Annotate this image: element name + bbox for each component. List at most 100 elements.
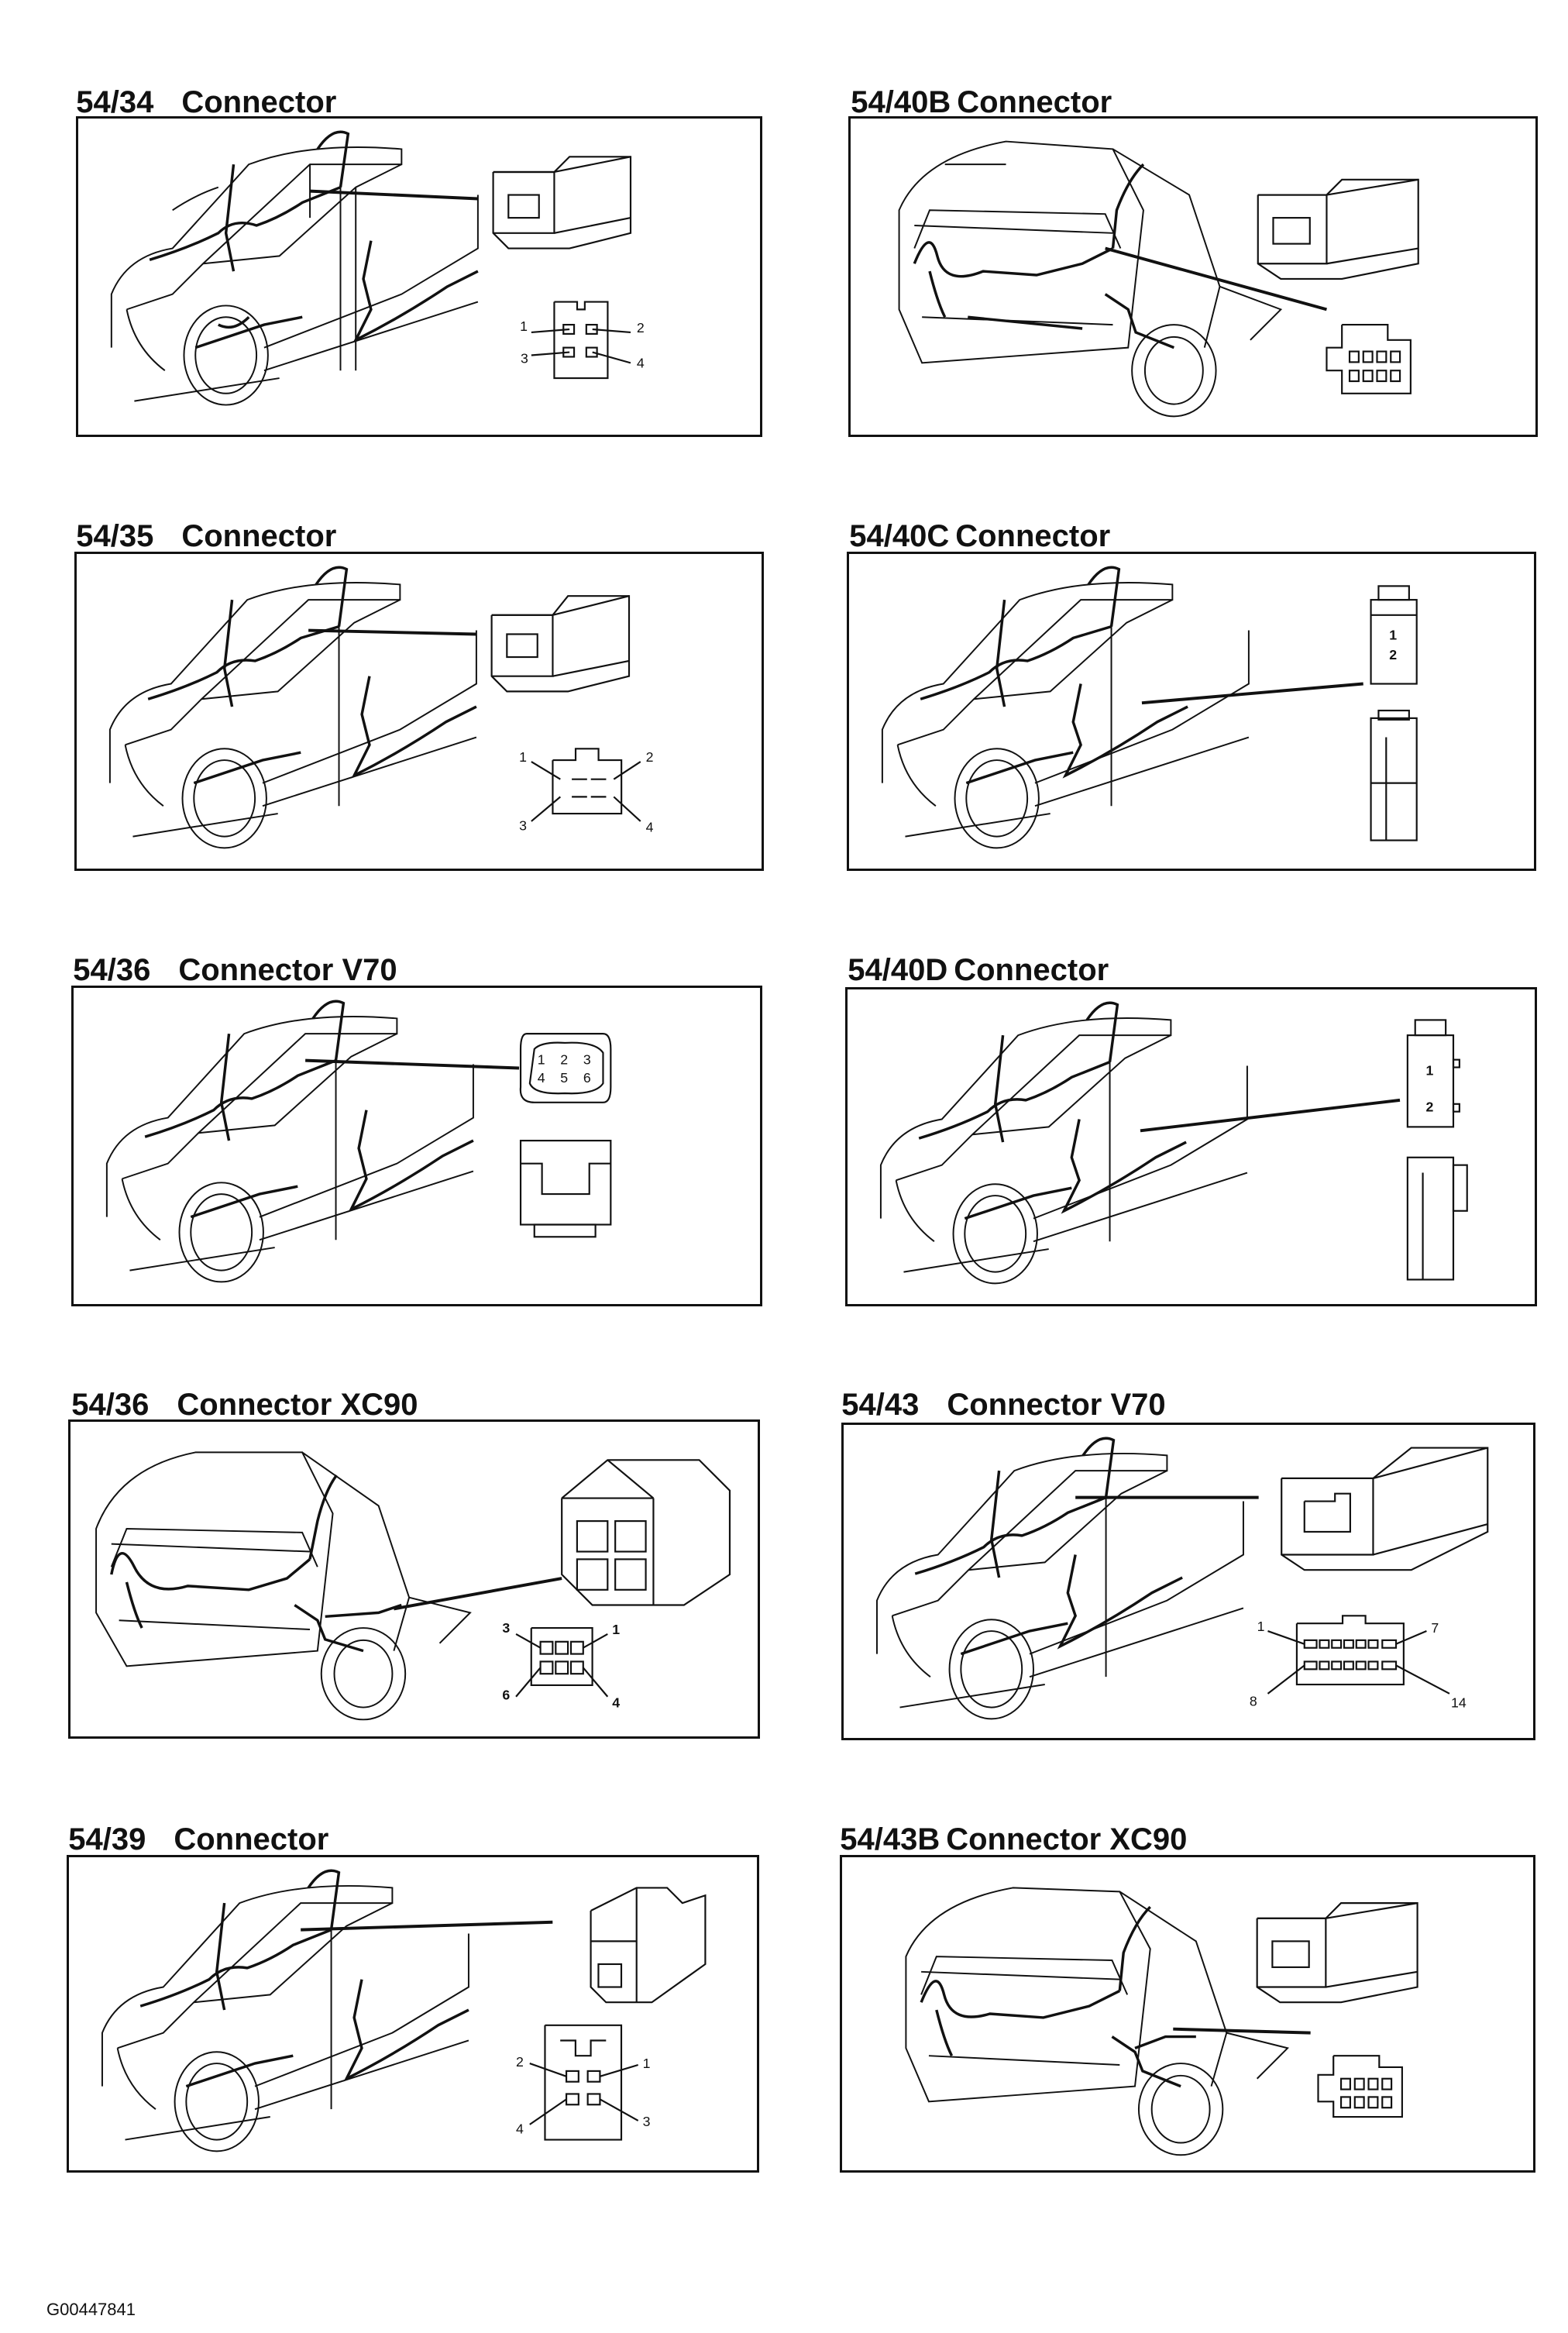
panel-title-54-36-xc90: 54/36 Connector XC90 bbox=[54, 1358, 418, 1420]
wiring-harness bbox=[914, 1437, 1183, 1656]
pin-label: 1 bbox=[1389, 627, 1397, 642]
pin-label: 3 bbox=[519, 818, 527, 834]
connector-front bbox=[1370, 585, 1418, 685]
connector-front bbox=[1406, 1019, 1460, 1128]
pin-label: 14 bbox=[1451, 1695, 1467, 1711]
pin-label: 2 bbox=[560, 1052, 568, 1068]
panel-code: 54/40C bbox=[849, 519, 950, 553]
connector-housing bbox=[1257, 178, 1419, 280]
connector-face bbox=[1326, 324, 1412, 394]
connector-diagram: 1 2 3 4 bbox=[108, 566, 654, 849]
wiring-harness bbox=[920, 566, 1188, 785]
panel-code: 54/34 bbox=[76, 85, 154, 119]
panel-name: Connector bbox=[957, 85, 1112, 119]
panel-code: 54/36 bbox=[73, 953, 151, 987]
pin-label: 1 bbox=[643, 2056, 651, 2071]
leader-line bbox=[394, 1577, 562, 1611]
panel-name: Connector bbox=[954, 953, 1109, 987]
connector-housing bbox=[561, 1459, 731, 1606]
pin-label: 2 bbox=[646, 749, 654, 765]
pin-label: 3 bbox=[643, 2114, 651, 2129]
pin-label: 1 bbox=[519, 749, 527, 765]
panel-name: Connector bbox=[181, 519, 337, 553]
connector-diagram: 2 1 4 3 bbox=[101, 1869, 707, 2152]
pin-label: 2 bbox=[1389, 647, 1397, 662]
panel-name: Connector bbox=[174, 1822, 329, 1856]
suv-rear-illustration bbox=[898, 140, 1283, 418]
pin-label: 4 bbox=[538, 1070, 545, 1086]
panel-title-54-35: 54/35 Connector bbox=[59, 490, 336, 552]
leader-line bbox=[1141, 682, 1363, 705]
panel-code: 54/43B bbox=[840, 1822, 940, 1856]
leader-line bbox=[1140, 1098, 1401, 1133]
panel-54-40d: 1 2 bbox=[845, 987, 1537, 1306]
panel-name: Connector XC90 bbox=[946, 1822, 1188, 1856]
connector-housing bbox=[1256, 1902, 1418, 2004]
pin-label: 2 bbox=[637, 320, 645, 335]
sedan-illustration bbox=[879, 1017, 1248, 1285]
sedan-illustration bbox=[875, 1452, 1244, 1720]
pin-label: 4 bbox=[646, 820, 654, 835]
pin-label: 5 bbox=[560, 1070, 568, 1086]
panel-54-39: 2 1 4 3 bbox=[67, 1855, 759, 2173]
panel-54-40b bbox=[848, 116, 1538, 437]
connector-housing bbox=[590, 1887, 707, 2004]
panel-54-40c: 1 2 bbox=[847, 552, 1536, 871]
connector-face bbox=[529, 2024, 639, 2141]
connector-diagram: 3 1 6 4 bbox=[95, 1451, 731, 1721]
connector-housing bbox=[1281, 1447, 1489, 1571]
panel-54-43-v70: 1 7 8 14 bbox=[841, 1423, 1535, 1740]
connector-side bbox=[519, 1140, 612, 1238]
panel-name: Connector bbox=[955, 519, 1111, 553]
connector-diagram: 1 2 bbox=[879, 1001, 1468, 1285]
connector-diagram bbox=[905, 1887, 1418, 2156]
connector-face bbox=[1267, 1615, 1450, 1695]
connector-face bbox=[515, 1626, 609, 1698]
pin-label: 1 bbox=[1426, 1062, 1434, 1078]
pin-label: 3 bbox=[521, 350, 528, 366]
pin-label: 7 bbox=[1431, 1620, 1439, 1636]
pin-label: 8 bbox=[1250, 1694, 1257, 1709]
wiring-harness bbox=[139, 1869, 469, 2088]
pin-label: 2 bbox=[1426, 1099, 1434, 1115]
panel-54-35: 1 2 3 4 bbox=[74, 552, 764, 871]
connector-face bbox=[531, 301, 631, 380]
suv-rear-illustration bbox=[905, 1887, 1290, 2156]
panel-code: 54/36 bbox=[71, 1388, 150, 1422]
connector-diagram: 1 7 8 14 bbox=[875, 1437, 1489, 1720]
panel-code: 54/40D bbox=[848, 953, 948, 987]
panel-code: 54/40B bbox=[851, 85, 951, 119]
panel-name: Connector XC90 bbox=[177, 1388, 418, 1422]
connector-side bbox=[1406, 1156, 1468, 1281]
panel-code: 54/39 bbox=[68, 1822, 146, 1856]
pin-label: 2 bbox=[516, 2054, 524, 2070]
connector-diagram: 1 2 bbox=[881, 566, 1418, 849]
figure-id: G00447841 bbox=[46, 2300, 136, 2319]
leader-line bbox=[1173, 2027, 1311, 2035]
wiring-harness bbox=[920, 1905, 1196, 2088]
pin-label: 6 bbox=[502, 1688, 510, 1703]
panel-54-34: 1 2 3 4 bbox=[76, 116, 762, 437]
wiring-harness bbox=[147, 566, 477, 785]
pin-label: 1 bbox=[612, 1622, 620, 1637]
leader-line bbox=[1105, 246, 1327, 311]
pin-label: 3 bbox=[502, 1620, 510, 1636]
pin-label: 4 bbox=[516, 2121, 524, 2137]
panel-code: 54/35 bbox=[76, 519, 154, 553]
wiring-harness bbox=[913, 163, 1175, 349]
connector-housing bbox=[490, 595, 631, 693]
panel-54-36-xc90: 3 1 6 4 bbox=[68, 1419, 760, 1739]
leader-line bbox=[305, 1058, 520, 1070]
connector-diagram: 1 2 3 4 5 6 bbox=[105, 1000, 612, 1283]
leader-line bbox=[308, 628, 476, 636]
panel-code: 54/43 bbox=[841, 1388, 920, 1422]
wiring-harness bbox=[110, 1474, 402, 1653]
sedan-illustration bbox=[881, 581, 1250, 849]
panel-54-43b-xc90 bbox=[840, 1855, 1535, 2173]
pin-label: 3 bbox=[583, 1052, 591, 1068]
leader-line bbox=[301, 1920, 553, 1932]
